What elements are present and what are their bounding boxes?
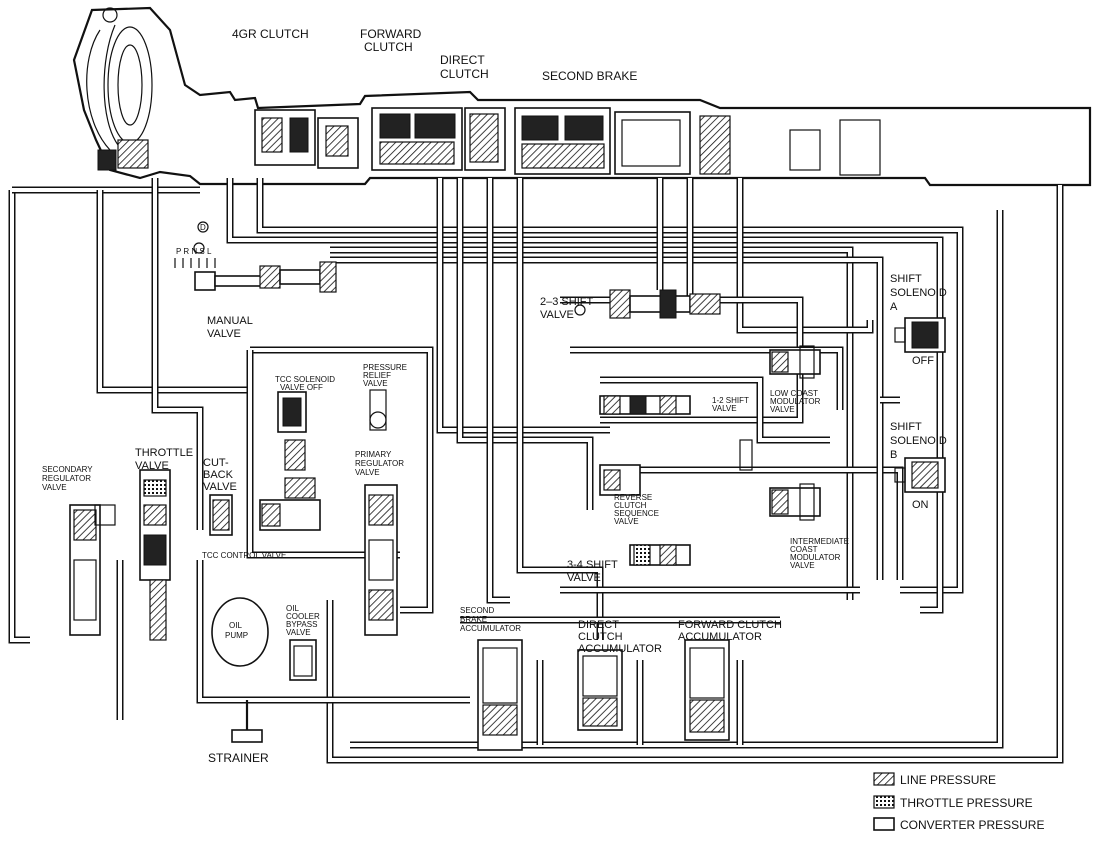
label-manual-valve-2: VALVE <box>207 328 241 340</box>
label-solenoid-b-state: ON <box>912 499 929 511</box>
label-direct-clutch-accumulator: DIRECT <box>578 619 619 631</box>
label-intermediate-coast-3: MODULATOR <box>790 553 841 562</box>
label-low-coast-3: VALVE <box>770 405 795 414</box>
label-primary-regulator-3: VALVE <box>355 468 380 477</box>
shift-solenoid-b <box>894 457 946 493</box>
manual-valve <box>174 221 337 293</box>
label-second-brake-accumulator-3: ACCUMULATOR <box>460 624 521 633</box>
label-solenoid-a-state: OFF <box>912 355 934 367</box>
shift-solenoid-a <box>894 317 946 353</box>
label-pressure-relief-3: VALVE <box>363 379 388 388</box>
label-shift-solenoid-b: SHIFT <box>890 421 922 433</box>
label-4gr-clutch: 4GR CLUTCH <box>232 27 309 41</box>
legend-throttle-pressure: THROTTLE PRESSURE <box>900 796 1033 810</box>
label-forward-clutch-accumulator: FORWARD CLUTCH <box>678 619 782 631</box>
label-reverse-clutch-2: CLUTCH <box>614 501 647 510</box>
label-tcc-solenoid-2: VALVE OFF <box>280 383 323 392</box>
legend-swatch-throttle-pressure <box>873 795 895 809</box>
label-shift-solenoid-a: SHIFT <box>890 273 922 285</box>
label-pressure-relief-2: RELIEF <box>363 371 391 380</box>
label-cutback-valve: CUT- <box>203 457 229 469</box>
label-secondary-regulator: SECONDARY <box>42 465 93 474</box>
legend-swatch-converter-pressure <box>873 817 895 831</box>
label-primary-regulator-2: REGULATOR <box>355 459 404 468</box>
label-shift-solenoid-a-3: A <box>890 301 898 313</box>
transmission-case <box>72 6 1092 187</box>
label-oil-cooler-bypass-3: BYPASS <box>286 620 317 629</box>
label-forward-clutch-accumulator-2: ACCUMULATOR <box>678 631 762 643</box>
legend-line-pressure: LINE PRESSURE <box>900 773 996 787</box>
label-oil-pump: OIL <box>229 621 242 630</box>
label-throttle-valve-2: VALVE <box>135 460 169 472</box>
label-low-coast: LOW COAST <box>770 389 818 398</box>
label-direct-clutch-2: CLUTCH <box>440 67 489 81</box>
label-oil-pump-2: PUMP <box>225 631 248 640</box>
label-intermediate-coast-2: COAST <box>790 545 818 554</box>
legend-swatch-line-pressure <box>873 772 895 786</box>
label-34-shift-valve-2: VALVE <box>567 572 601 584</box>
valve-bodies <box>69 289 821 743</box>
label-secondary-regulator-2: REGULATOR <box>42 474 91 483</box>
label-12-shift-valve: 1-2 SHIFT <box>712 396 749 405</box>
label-reverse-clutch: REVERSE <box>614 493 652 502</box>
label-oil-cooler-bypass: OIL <box>286 604 299 613</box>
label-oil-cooler-bypass-4: VALVE <box>286 628 311 637</box>
label-tcc-control-valve: TCC CONTROL VALVE <box>202 551 286 560</box>
label-shift-solenoid-a-2: SOLENOID <box>890 287 947 299</box>
label-throttle-valve: THROTTLE <box>135 447 193 459</box>
legend-converter-pressure: CONVERTER PRESSURE <box>900 818 1044 832</box>
label-direct-clutch-accumulator-3: ACCUMULATOR <box>578 643 662 655</box>
label-strainer: STRAINER <box>208 751 269 765</box>
label-secondary-regulator-3: VALVE <box>42 483 67 492</box>
accumulators <box>477 639 730 751</box>
label-direct-clutch-accumulator-2: CLUTCH <box>578 631 623 643</box>
label-second-brake: SECOND BRAKE <box>542 69 637 83</box>
legend: LINE PRESSURE THROTTLE PRESSURE CONVERTE… <box>873 772 1044 832</box>
label-cutback-valve-2: BACK <box>203 469 234 481</box>
label-second-brake-accumulator-2: BRAKE <box>460 615 487 624</box>
label-forward-clutch-2: CLUTCH <box>364 40 413 54</box>
label-primary-regulator: PRIMARY <box>355 450 392 459</box>
label-shift-positions: P R N S L <box>176 247 212 256</box>
label-23-shift-valve: 2–3 SHIFT <box>540 296 593 308</box>
label-cutback-valve-3: VALVE <box>203 481 237 493</box>
label-reverse-clutch-3: SEQUENCE <box>614 509 659 518</box>
label-second-brake-accumulator: SECOND <box>460 606 494 615</box>
label-oil-cooler-bypass-2: COOLER <box>286 612 320 621</box>
label-reverse-clutch-4: VALVE <box>614 517 639 526</box>
label-pressure-relief: PRESSURE <box>363 363 407 372</box>
label-23-shift-valve-2: VALVE <box>540 309 574 321</box>
label-direct-clutch: DIRECT <box>440 53 485 67</box>
label-manual-valve: MANUAL <box>207 315 253 327</box>
component-labels: 4GR CLUTCH FORWARD CLUTCH DIRECT CLUTCH … <box>42 27 947 765</box>
label-34-shift-valve: 3-4 SHIFT <box>567 559 618 571</box>
label-intermediate-coast: INTERMEDIATE <box>790 537 849 546</box>
fluid-passages <box>8 178 1064 764</box>
label-low-coast-2: MODULATOR <box>770 397 821 406</box>
label-shift-solenoid-b-3: B <box>890 449 897 461</box>
label-intermediate-coast-4: VALVE <box>790 561 815 570</box>
label-shift-solenoid-b-2: SOLENOID <box>890 435 947 447</box>
label-tcc-solenoid: TCC SOLENOID <box>275 375 335 384</box>
label-12-shift-valve-2: VALVE <box>712 404 737 413</box>
label-forward-clutch: FORWARD <box>360 27 422 41</box>
label-shift-position-d: D <box>200 223 206 232</box>
